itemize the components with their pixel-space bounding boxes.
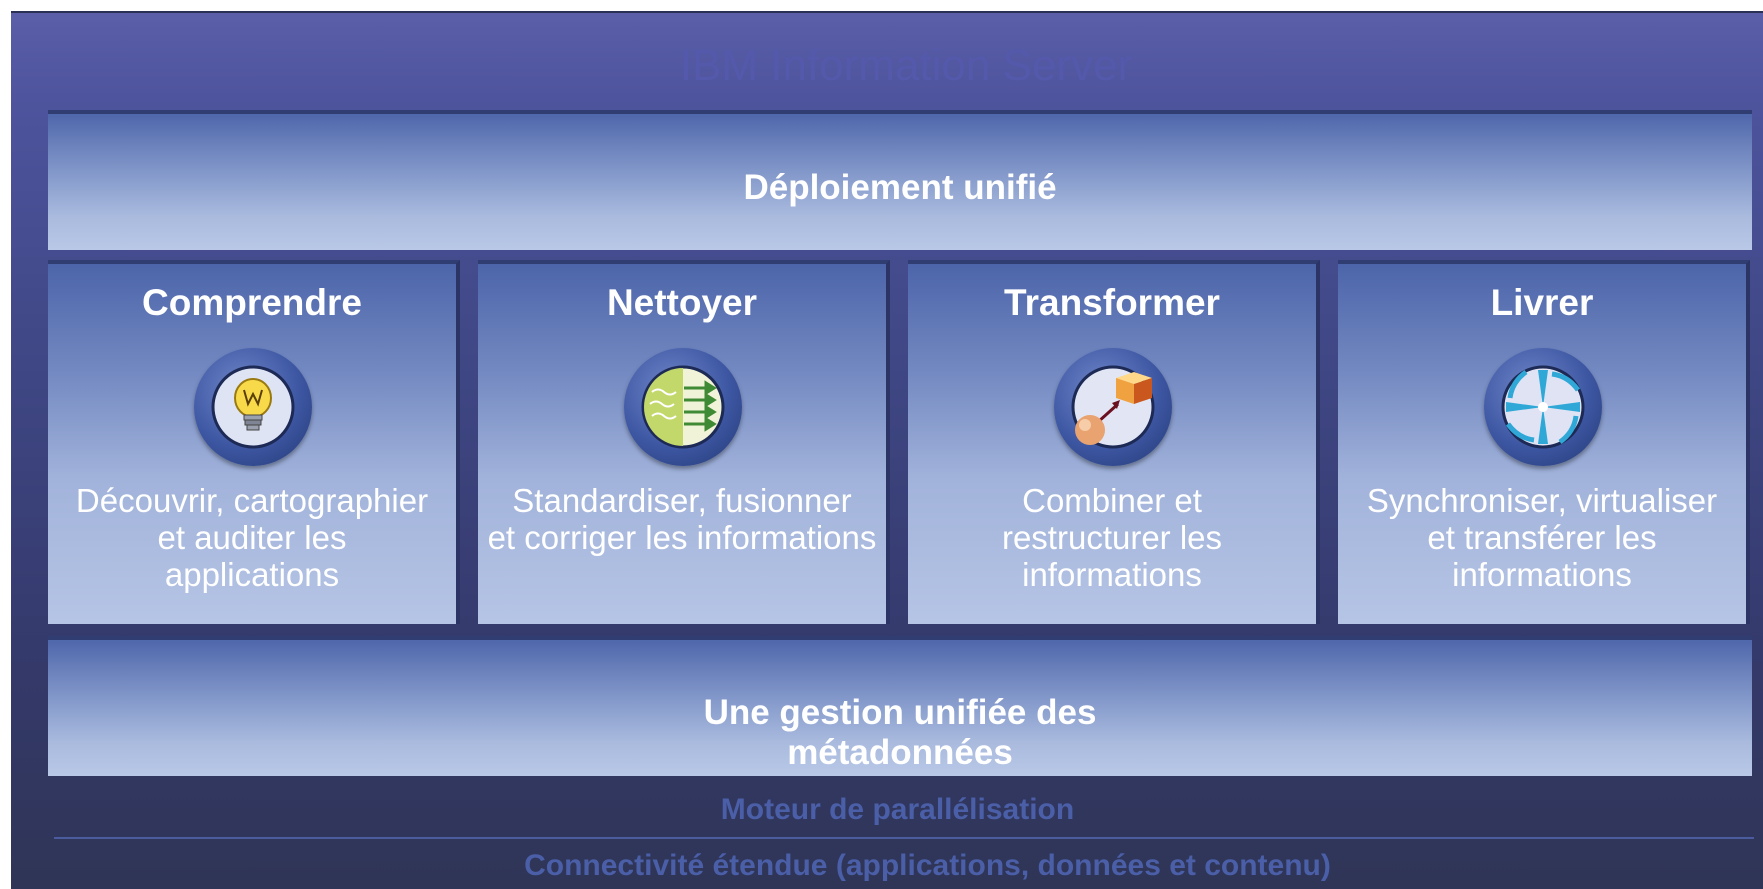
column-heading: Transformer	[1004, 282, 1220, 323]
description-line: et transférer les	[1427, 519, 1657, 556]
cleanse-arrows-icon	[624, 348, 742, 466]
deployment-band: Déploiement unifié	[48, 110, 1752, 250]
metadata-label-line: métadonnées	[787, 733, 1013, 772]
column-transformer: Transformer Combiner et restructurer les…	[908, 260, 1320, 624]
column-heading: Nettoyer	[606, 282, 758, 323]
transform-cube-sphere-icon	[1054, 348, 1172, 466]
column-livrer: Livrer Synchroniser, virtualiser et tran…	[1338, 260, 1750, 624]
description-line: Combiner et	[1022, 482, 1202, 519]
column-nettoyer: Nettoyer Standardiser, fusionner et corr…	[478, 260, 890, 624]
column-description: Découvrir, cartographier et auditer les …	[42, 482, 462, 593]
description-line: informations	[1022, 556, 1202, 593]
deployment-label: Déploiement unifié	[743, 168, 1057, 207]
diagram-title: IBM Information Server	[679, 41, 1133, 90]
column-heading: Livrer	[1490, 282, 1594, 323]
description-line: informations	[1452, 556, 1632, 593]
description-line: Synchroniser, virtualiser	[1366, 482, 1718, 519]
metadata-label-line: Une gestion unifiée des	[703, 693, 1097, 732]
description-line: Découvrir, cartographier	[75, 482, 429, 519]
column-description: Synchroniser, virtualiser et transférer …	[1332, 482, 1752, 593]
lightbulb-icon	[194, 348, 312, 466]
metadata-band: Une gestion unifiée des métadonnées	[48, 636, 1752, 776]
column-description: Standardiser, fusionner et corriger les …	[472, 482, 892, 556]
column-heading: Comprendre	[142, 282, 362, 323]
description-line: et corriger les informations	[487, 519, 877, 556]
metadata-label: Une gestion unifiée des métadonnées	[48, 693, 1752, 773]
parallel-engine-label: Moteur de parallélisation	[720, 793, 1075, 826]
divider	[54, 837, 1754, 839]
description-line: Standardiser, fusionner	[512, 482, 852, 519]
column-description: Combiner et restructurer les information…	[902, 482, 1322, 593]
description-line: restructurer les	[1001, 519, 1223, 556]
column-comprendre: Comprendre Découvrir, cartographier et a…	[48, 260, 460, 624]
description-line: applications	[164, 556, 340, 593]
deliver-arrows-icon	[1484, 348, 1602, 466]
description-line: et auditer les	[157, 519, 347, 556]
connectivity-label: Connectivité étendue (applications, donn…	[524, 849, 1331, 882]
